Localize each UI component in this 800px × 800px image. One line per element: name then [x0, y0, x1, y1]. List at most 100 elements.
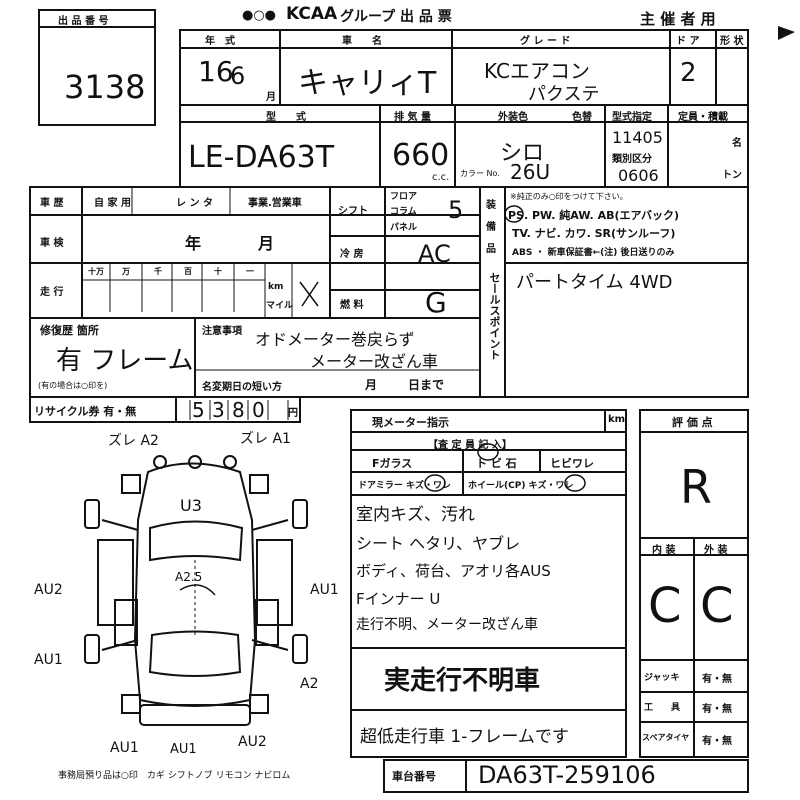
- ext-color-value: シロ: [500, 141, 545, 166]
- fuel-value: G: [425, 286, 447, 319]
- shift-column: コラム: [390, 207, 417, 217]
- car-name-value: キャリィT: [298, 66, 437, 101]
- grade-label: グ レ ー ド: [520, 36, 571, 47]
- cc-label: 排 気 量: [394, 112, 431, 123]
- shaken-year: 年: [185, 234, 202, 253]
- unit-100: 百: [184, 267, 192, 276]
- history-private: 自 家 用: [94, 198, 131, 209]
- circles-icon: ●○●: [242, 8, 277, 23]
- logo: KCAA: [286, 4, 338, 24]
- rating-value: R: [680, 460, 712, 514]
- sales-point-value: パートタイム 4WD: [516, 272, 673, 293]
- exterior-value: C: [700, 578, 734, 634]
- unit-10k: 万: [122, 267, 130, 276]
- grade-value-2: パクステ: [528, 84, 600, 105]
- form-title: グループ 出 品 票: [340, 9, 452, 25]
- ac-label: 冷 房: [340, 249, 364, 260]
- recycle-digit-3: 8: [232, 398, 245, 422]
- interior-value: C: [648, 578, 682, 634]
- chassis-value: DA63T-259106: [478, 761, 656, 789]
- rating-label: 評 価 点: [672, 416, 713, 429]
- capacity-unit-ton: トン: [722, 170, 742, 181]
- lot-box: [38, 9, 156, 126]
- shift-floor: フロア: [390, 192, 418, 202]
- recycle-digit-2: 3: [212, 398, 225, 422]
- glass-crack: ヒビワレ: [550, 457, 594, 470]
- inspector-stamp: 実走行不明車: [384, 666, 541, 696]
- unit-1k: 千: [154, 267, 162, 276]
- name-label: 車 名: [342, 36, 382, 47]
- repair-note: (有の場合は○印を): [38, 381, 108, 390]
- shift-label: シフト: [338, 206, 368, 217]
- tools-label: 工 具: [644, 703, 681, 713]
- history-label: 車 歴: [40, 198, 64, 209]
- shaken-month: 月: [258, 234, 275, 253]
- equip-label-3: 品: [486, 244, 496, 255]
- color-no-value: 26U: [510, 160, 551, 184]
- cc-value: 660: [392, 138, 450, 173]
- equip-label-2: 備: [486, 222, 496, 233]
- shift-value: 5: [448, 196, 464, 224]
- shaken-label: 車 検: [40, 238, 64, 249]
- year-label: 年 式: [205, 36, 235, 47]
- capacity-unit-people: 名: [732, 138, 742, 149]
- diagram-mark-u3: U3: [180, 496, 202, 515]
- class-value: 0606: [618, 166, 659, 185]
- inspector-line-3: ボディ、荷台、アオリ各AUS: [356, 562, 551, 580]
- fuel-label: 燃 料: [340, 300, 364, 311]
- grade-value-1: KCエアコン: [484, 59, 590, 83]
- inspector-footer-line: 超低走行車 1-フレームです: [360, 727, 569, 747]
- recycle-unit: 円: [288, 408, 298, 419]
- notes-line-1: オドメーター巻戻らず: [255, 330, 415, 349]
- glass-chip: ト ビ 石: [476, 457, 517, 470]
- recycle-label: リサイクル券 有・無: [34, 405, 137, 418]
- doors-value: 2: [680, 58, 697, 88]
- capacity-label: 定員・積載: [678, 112, 728, 123]
- inspector-line-5: 走行不明、メーター改ざん車: [356, 617, 538, 633]
- equip-label-1: 装: [486, 200, 496, 211]
- office-note: 事務局預り品は○印 カギ シフトノブ リモコン ナビロム: [58, 771, 291, 781]
- unit-100k: 十万: [88, 267, 104, 276]
- notes-line-2: メーター改ざん車: [310, 352, 439, 371]
- unit-10: 十: [214, 267, 222, 276]
- mile-label: マイル: [266, 301, 294, 311]
- wheel-label: ホイール(CP) キズ・ワレ: [468, 481, 574, 491]
- inspector-line-4: Fインナー U: [356, 590, 441, 608]
- deadline-label: 名変期日の短い方: [202, 382, 282, 393]
- chassis-label: 車台番号: [392, 770, 436, 783]
- equipment-line-1: PS. PW. 純AW. AB(エアバック): [508, 209, 680, 222]
- type-designation-label: 型式指定: [612, 112, 652, 123]
- organizer-label: 主 催 者 用: [640, 10, 716, 28]
- diagram-mark-au1-bottom-2: AU1: [170, 742, 197, 757]
- body-label: 形 状: [720, 36, 744, 47]
- unit-1: 一: [246, 267, 254, 276]
- year-unit: 月: [266, 92, 276, 103]
- car-diagram: [84, 455, 308, 726]
- ac-value: AC: [418, 240, 451, 268]
- diagram-mark-a25: A2.5: [175, 570, 203, 584]
- class-label: 類別区分: [612, 154, 652, 165]
- recycle-digit-4: 0: [252, 398, 265, 422]
- diagram-mark-a2-right: A2: [300, 676, 319, 692]
- sales-point-label: セールスポイント: [488, 272, 501, 360]
- diagram-mark-a1-top: ズレ A1: [240, 431, 291, 447]
- year-value: 16: [198, 55, 234, 88]
- type-designation-value: 11405: [612, 128, 663, 147]
- diagram-mark-au2-bottom: AU2: [238, 734, 267, 750]
- history-rental: レ ン タ: [176, 198, 213, 209]
- model-value: LE-DA63T: [188, 140, 335, 175]
- jack-label: ジャッキ: [644, 673, 680, 683]
- jack-yes-no: 有・無: [702, 674, 732, 685]
- mirror-label: ドアミラー キズ・ワレ: [358, 481, 451, 491]
- lot-label: 出 品 番 号: [58, 16, 109, 27]
- lot-number: 3138: [64, 68, 146, 106]
- repair-label: 修復歴 箇所: [40, 324, 99, 337]
- cc-unit: c.c.: [432, 172, 450, 183]
- color-no-label: カラー No.: [460, 169, 500, 178]
- spare-label: スペアタイヤ: [642, 733, 690, 742]
- diagram-mark-au1-left: AU1: [34, 652, 63, 668]
- equipment-line-3: ABS ・ 新車保証書←(注) 後日送りのみ: [512, 248, 675, 258]
- deadline-day: 日まで: [408, 378, 445, 392]
- notes-label: 注意事項: [202, 326, 242, 337]
